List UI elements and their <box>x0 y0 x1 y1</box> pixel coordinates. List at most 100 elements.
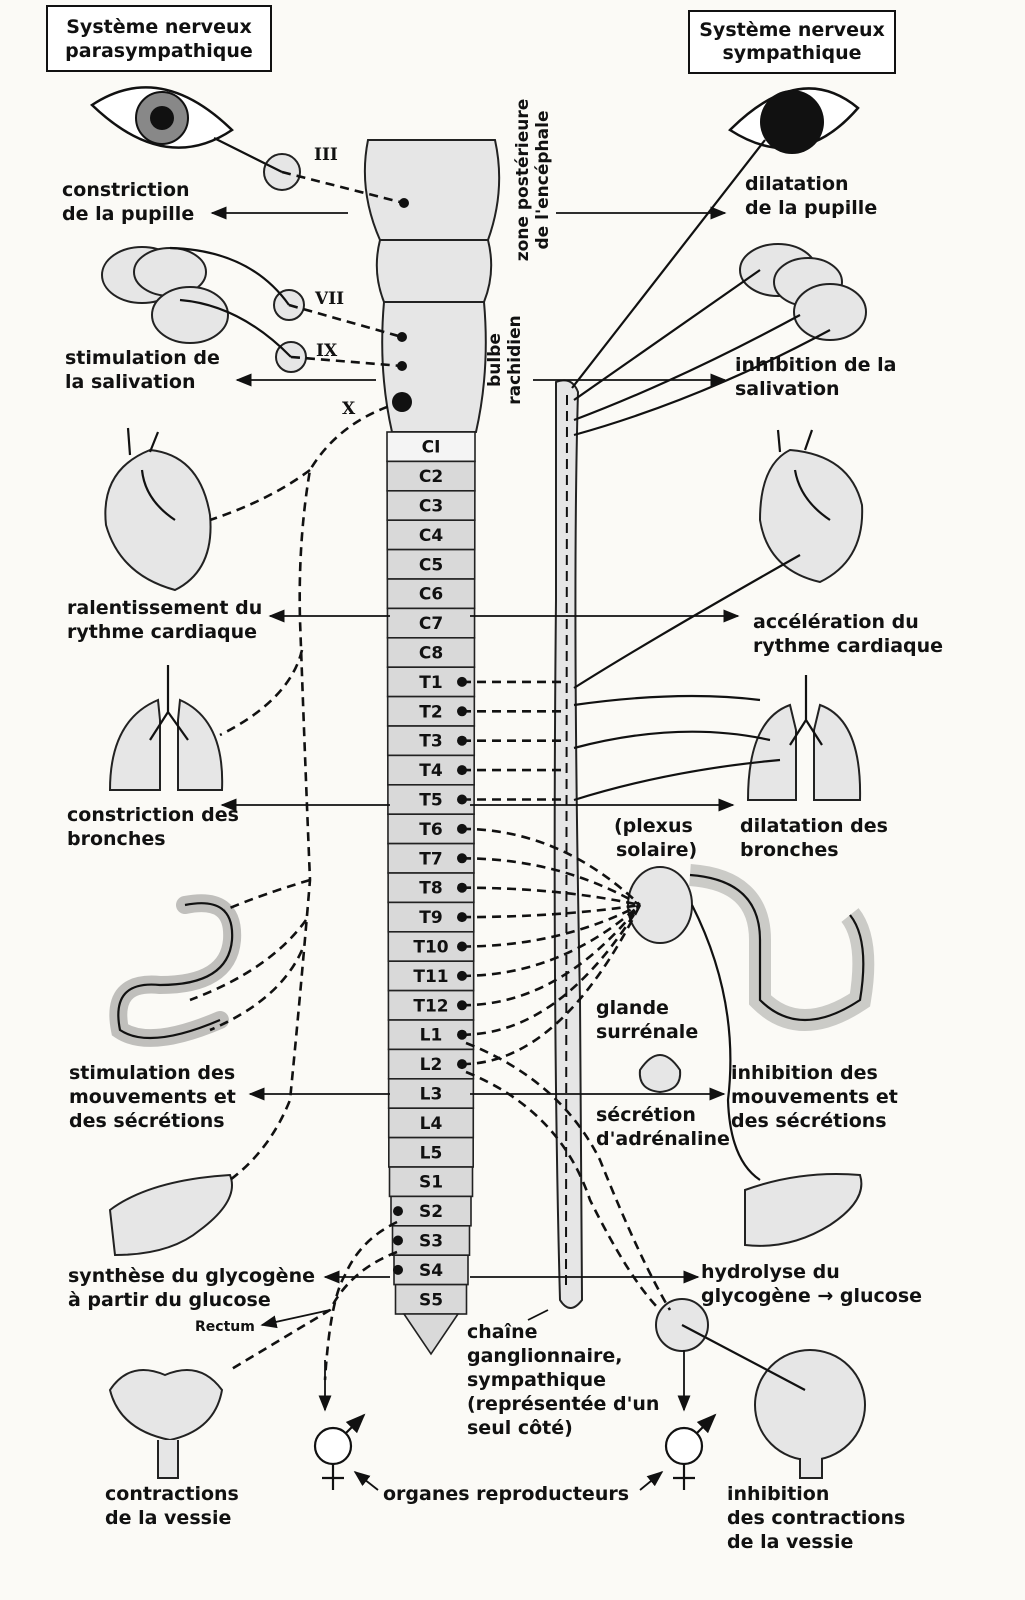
left-heart <box>104 427 212 592</box>
spinal-segment-label: T7 <box>419 849 442 869</box>
bulb-label-line-1: bulbe <box>485 333 505 387</box>
spinal-segment <box>387 1107 475 1139</box>
right-eye <box>728 87 860 154</box>
right-effect-pupil-1: dilatation <box>745 173 849 195</box>
spinal-segment-label: T5 <box>419 791 442 811</box>
spinal-segment-label: C2 <box>419 467 443 487</box>
left-effect-digestion-1: stimulation des <box>69 1062 235 1084</box>
plexus-label-1: (plexus <box>614 815 693 837</box>
preganglionic-neuron <box>393 1264 403 1275</box>
preganglionic-neuron <box>393 1206 403 1217</box>
preganglionic-neuron <box>393 1235 403 1246</box>
left-effect-pupil-2: de la pupille <box>62 203 194 225</box>
spinal-segment-label: L3 <box>420 1085 443 1105</box>
right-effect-liver-1: hydrolyse du <box>701 1261 840 1283</box>
spinal-cord: CIC2C3C4C5C6C7C8T1T2T3T4T5T6T7T8T9T10T11… <box>386 431 476 1356</box>
parasympathetic-header: Système nerveux parasympathique <box>46 5 272 72</box>
left-lungs <box>108 665 224 791</box>
spinal-segment-label: S5 <box>419 1290 443 1310</box>
spinal-segment-label: C8 <box>419 644 443 664</box>
cranial-nerve-IX: IX <box>316 341 338 361</box>
adrenal-label-2: surrénale <box>596 1021 698 1043</box>
right-effect-digestion-1: inhibition des <box>731 1062 878 1084</box>
right-lungs <box>746 675 862 801</box>
spinal-segment-label: C6 <box>419 585 443 605</box>
sympathetic-chain <box>553 379 584 1309</box>
spinal-segment-label: T11 <box>413 967 448 987</box>
preganglionic-fiber <box>461 886 641 907</box>
sympathetic-title-line-1: Système nerveux <box>699 19 884 41</box>
right-salivary-glands <box>739 243 867 341</box>
right-effect-bladder-2: des contractions <box>727 1507 905 1529</box>
right-effect-pupil-2: de la pupille <box>745 197 877 219</box>
sympathetic-header: Système nerveux sympathique <box>688 10 896 74</box>
left-effect-bronchi-2: bronches <box>67 828 166 850</box>
spinal-segment-label: C4 <box>419 526 443 546</box>
spinal-segment-label: T6 <box>419 820 442 840</box>
preganglionic-fiber <box>461 904 642 1007</box>
chain-label-4: (représentée d'un <box>467 1393 659 1415</box>
spinal-segment-label: L4 <box>420 1114 443 1134</box>
left-effect-heart-2: rythme cardiaque <box>67 621 257 643</box>
left-effect-bladder-2: de la vessie <box>105 1507 231 1529</box>
left-stomach <box>109 894 242 1047</box>
left-eye <box>90 86 234 149</box>
right-effect-bladder-1: inhibition <box>727 1483 829 1505</box>
spinal-segment-label: L5 <box>420 1143 443 1163</box>
right-effect-labels: dilatation de la pupille inhibition de l… <box>701 173 943 1553</box>
cranial-nerve-X: X <box>342 399 356 419</box>
brain-zone-label-line-1: zone postérieure <box>513 99 533 262</box>
spinal-cord-tip <box>402 1313 460 1356</box>
adrenaline-label-2: d'adrénaline <box>596 1128 730 1150</box>
spinal-segment-label: S2 <box>419 1202 443 1222</box>
spinal-segment-label: T8 <box>419 879 442 899</box>
spinal-segment-label: S4 <box>419 1261 443 1281</box>
bulb-label-line-2: rachidien <box>505 315 525 405</box>
spinal-segment-label: L1 <box>420 1026 443 1046</box>
reproductive-organs-label: organes reproducteurs <box>383 1483 629 1505</box>
preganglionic-fiber <box>461 903 641 948</box>
spinal-segment-label: C5 <box>419 555 443 575</box>
preganglionic-fiber <box>461 857 641 907</box>
left-effect-bladder-1: contractions <box>105 1483 239 1505</box>
left-effect-pupil-1: constriction <box>62 179 190 201</box>
adrenaline-label-1: sécrétion <box>596 1104 696 1126</box>
spinal-segment <box>390 1195 472 1227</box>
left-effect-saliva-2: la salivation <box>65 371 196 393</box>
left-effect-digestion-2: mouvements et <box>69 1086 236 1108</box>
spinal-segment-label: T4 <box>419 761 443 781</box>
left-effect-heart-1: ralentissement du <box>67 597 262 619</box>
spinal-segment-label: S3 <box>419 1232 443 1252</box>
parasympathetic-nerves <box>169 137 405 1412</box>
right-liver <box>744 1173 863 1247</box>
right-effect-bladder-3: de la vessie <box>727 1531 853 1553</box>
rectum-label: Rectum <box>195 1319 255 1335</box>
left-reproductive-symbol <box>313 1413 366 1490</box>
spinal-segment-label: T3 <box>419 732 442 752</box>
spinal-segment-label: C3 <box>419 497 443 517</box>
right-heart <box>758 429 864 584</box>
chain-label-2: ganglionnaire, <box>467 1345 623 1367</box>
spinal-segment <box>386 519 476 551</box>
spinal-segment-label: T9 <box>419 908 442 928</box>
spinal-segment-label: CI <box>422 438 441 458</box>
chain-label-3: sympathique <box>467 1369 606 1391</box>
right-effect-heart-1: accélération du <box>753 611 919 633</box>
adrenal-label-1: glande <box>596 997 669 1019</box>
parasympathetic-title-line-1: Système nerveux <box>66 16 251 38</box>
right-bladder <box>754 1349 866 1479</box>
spinal-segment-label: T1 <box>419 673 442 693</box>
brain-nuclei <box>392 198 412 412</box>
left-effect-bronchi-1: constriction des <box>67 804 239 826</box>
spinal-segment-label: C7 <box>419 614 443 634</box>
right-effect-saliva-2: salivation <box>735 378 840 400</box>
cranial-nerve-VII: VII <box>314 289 344 309</box>
spinal-segment-label: T12 <box>413 996 448 1016</box>
middle-labels: (plexus solaire) glande surrénale sécrét… <box>195 815 730 1505</box>
right-effect-saliva-1: inhibition de la <box>735 354 896 376</box>
left-effect-saliva-1: stimulation de <box>65 347 220 369</box>
spinal-segment <box>393 1254 469 1286</box>
left-liver <box>108 1173 233 1257</box>
